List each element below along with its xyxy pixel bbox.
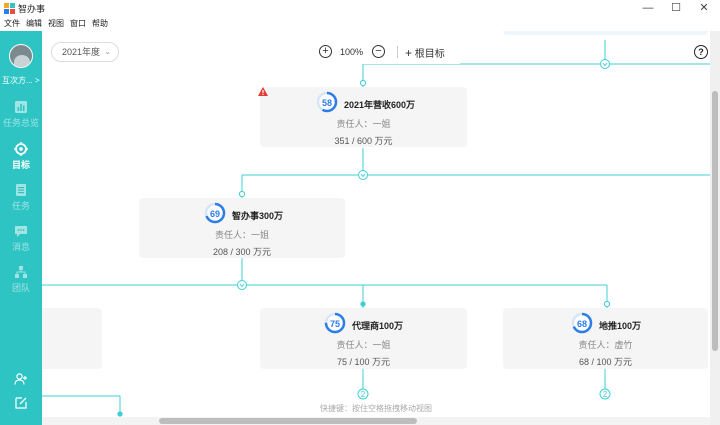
progress-value: 58 xyxy=(321,98,332,108)
sidebar: 互次方... > 任务总览 目标 任务 消息 xyxy=(0,31,42,425)
sidebar-item-label: 目标 xyxy=(11,160,30,170)
goal-card[interactable]: 69 智办事300万 责任人：一姐 208 / 300 万元 xyxy=(139,198,345,258)
child-count-badge[interactable]: 2 xyxy=(357,388,369,400)
maximize-button[interactable]: ☐ xyxy=(671,2,681,14)
sidebar-item-tasks[interactable]: 任务 xyxy=(0,183,42,221)
goal-owner: 责任人：一姐 xyxy=(214,230,269,240)
minimize-button[interactable]: — xyxy=(642,2,654,14)
vertical-scrollbar[interactable] xyxy=(710,31,720,425)
add-member-icon[interactable] xyxy=(14,372,28,386)
sidebar-item-messages[interactable]: 消息 xyxy=(0,224,42,262)
year-select-value: 2021年度 xyxy=(62,47,101,57)
goal-amount: 75 / 100 万元 xyxy=(336,357,391,367)
child-count-text: 2 xyxy=(361,390,366,399)
progress-ring xyxy=(571,312,593,334)
add-root-goal-label: 根目标 xyxy=(414,49,445,60)
zoom-out-button[interactable]: − xyxy=(372,45,385,58)
goal-title: 代理商100万 xyxy=(352,321,404,331)
chart-icon xyxy=(15,101,27,113)
sidebar-item-team[interactable]: 团队 xyxy=(0,265,42,303)
goal-owner: 责任人：一姐 xyxy=(336,119,391,129)
menu-window[interactable]: 窗口 xyxy=(70,19,86,28)
menu-bar: 文件 编辑 视图 窗口 帮助 xyxy=(0,17,720,31)
progress-ring xyxy=(324,312,346,334)
close-button[interactable]: ✕ xyxy=(699,2,709,14)
menu-help[interactable]: 帮助 xyxy=(92,19,108,28)
sidebar-item-label: 团队 xyxy=(11,283,30,293)
target-icon xyxy=(14,142,28,156)
goal-amount: 208 / 300 万元 xyxy=(212,247,272,257)
year-select[interactable]: 2021年度 ⌄ xyxy=(51,42,119,62)
child-count-badge[interactable]: 2 xyxy=(599,388,611,400)
team-icon xyxy=(15,266,27,278)
sidebar-item-label: 任务 xyxy=(11,201,30,211)
goal-title: 地推100万 xyxy=(599,321,642,331)
warning-icon xyxy=(258,87,268,96)
horizontal-scrollbar[interactable] xyxy=(42,417,710,425)
help-icon[interactable]: ? xyxy=(694,45,708,59)
zoom-level: 100% xyxy=(340,47,364,57)
goal-card-partial[interactable] xyxy=(503,31,708,35)
goal-card[interactable]: 68 地推100万 责任人：虚竹 68 / 100 万元 xyxy=(503,308,708,369)
progress-ring xyxy=(316,91,338,113)
goal-amount: 68 / 100 万元 xyxy=(578,357,633,367)
goal-card[interactable]: 75 代理商100万 责任人：一姐 75 / 100 万元 xyxy=(260,308,467,369)
zoom-toolbar: + 100% − + 根目标 xyxy=(310,40,460,64)
progress-value: 69 xyxy=(209,209,220,219)
menu-view[interactable]: 视图 xyxy=(48,19,64,28)
menu-edit[interactable]: 编辑 xyxy=(26,19,42,28)
avatar[interactable] xyxy=(9,44,33,68)
vertical-scrollbar-thumb[interactable] xyxy=(712,91,718,351)
shortcut-hint: 快捷键：按住空格拖拽移动视图 xyxy=(320,404,432,413)
task-list-icon xyxy=(16,184,26,196)
message-icon xyxy=(15,226,27,237)
add-root-goal-button[interactable]: + 根目标 xyxy=(405,45,445,60)
goal-owner: 责任人：虚竹 xyxy=(578,340,633,350)
progress-ring-fill xyxy=(204,202,226,224)
sidebar-item-label: 任务总览 xyxy=(2,118,39,128)
sidebar-item-goals[interactable]: 目标 xyxy=(0,142,42,180)
progress-ring-fill xyxy=(316,91,338,113)
sidebar-item-label: 消息 xyxy=(11,242,30,252)
edit-icon[interactable] xyxy=(14,396,28,410)
goal-title: 智办事300万 xyxy=(232,211,284,221)
sidebar-item-overview[interactable]: 任务总览 xyxy=(0,100,42,138)
plus-icon: + xyxy=(405,46,413,60)
toolbar-divider xyxy=(397,46,398,58)
progress-ring-fill xyxy=(324,312,346,334)
child-count-text: 2 xyxy=(603,390,608,399)
goal-card-partial[interactable] xyxy=(42,308,102,369)
app-title: 智办事 xyxy=(18,4,46,14)
menu-file[interactable]: 文件 xyxy=(4,19,20,28)
progress-ring xyxy=(204,202,226,224)
progress-value: 68 xyxy=(576,319,587,329)
progress-value: 75 xyxy=(329,319,340,329)
goal-card[interactable]: 58 2021年营收600万 责任人：一姐 351 / 600 万元 xyxy=(260,87,467,147)
zoom-in-button[interactable]: + xyxy=(319,45,332,58)
progress-ring-fill xyxy=(571,312,593,334)
goal-owner: 责任人：一姐 xyxy=(336,340,391,350)
goal-title: 2021年营收600万 xyxy=(344,100,416,110)
horizontal-scrollbar-thumb[interactable] xyxy=(159,418,417,424)
chevron-down-icon: ⌄ xyxy=(104,47,111,56)
goal-amount: 351 / 600 万元 xyxy=(334,136,393,146)
team-switcher[interactable]: 互次方... > xyxy=(2,76,40,85)
title-bar: 智办事 — ☐ ✕ xyxy=(0,0,720,17)
app-logo-icon xyxy=(4,3,15,14)
